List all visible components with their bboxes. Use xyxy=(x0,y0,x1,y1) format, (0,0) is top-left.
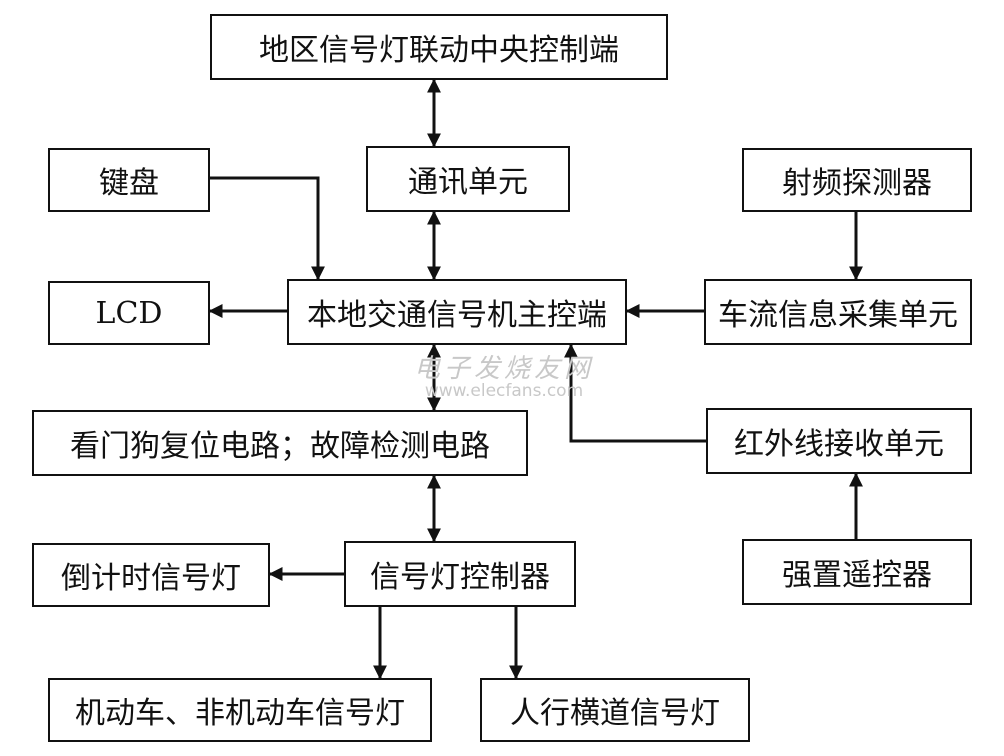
regional-center-label: 地区信号灯联动中央控制端 xyxy=(259,33,619,68)
countdown-light-box: 倒计时信号灯 xyxy=(32,543,270,607)
crosswalk-lights-box: 人行横道信号灯 xyxy=(480,678,750,742)
comm-unit-label: 通讯单元 xyxy=(408,165,528,200)
vehicle-lights-label: 机动车、非机动车信号灯 xyxy=(75,696,405,731)
ir-receiver-label: 红外线接收单元 xyxy=(734,427,944,462)
lcd-box: LCD xyxy=(48,281,210,345)
crosswalk-lights-label: 人行横道信号灯 xyxy=(510,696,720,731)
connector-ir-receiver-to-local-master xyxy=(564,343,706,443)
comm-unit-box: 通讯单元 xyxy=(366,146,570,212)
traffic-flow-unit-label: 车流信息采集单元 xyxy=(718,298,958,333)
local-master-label: 本地交通信号机主控端 xyxy=(307,298,607,333)
rf-detector-box: 射频探测器 xyxy=(742,148,972,212)
watermark-text: 电子发烧友网 xyxy=(413,354,594,384)
connector-keyboard-to-local-master xyxy=(210,176,325,281)
watchdog-label: 看门狗复位电路；故障检测电路 xyxy=(70,429,490,464)
ir-receiver-box: 红外线接收单元 xyxy=(706,408,972,474)
vehicle-lights-box: 机动车、非机动车信号灯 xyxy=(48,678,432,742)
watermark: 电子发烧友网 www.elecfans.com xyxy=(404,348,604,401)
remote-control-box: 强置遥控器 xyxy=(742,539,972,605)
watchdog-box: 看门狗复位电路；故障检测电路 xyxy=(32,410,528,476)
keyboard-box: 键盘 xyxy=(48,148,210,212)
local-master-box: 本地交通信号机主控端 xyxy=(287,279,627,345)
light-controller-box: 信号灯控制器 xyxy=(344,541,576,607)
countdown-light-label: 倒计时信号灯 xyxy=(61,561,241,596)
keyboard-label: 键盘 xyxy=(99,166,159,201)
rf-detector-label: 射频探测器 xyxy=(782,166,932,201)
regional-center-box: 地区信号灯联动中央控制端 xyxy=(210,14,668,80)
remote-control-label: 强置遥控器 xyxy=(782,558,932,593)
lcd-label: LCD xyxy=(95,295,163,331)
watermark-url: www.elecfans.com xyxy=(424,381,584,401)
traffic-flow-unit-box: 车流信息采集单元 xyxy=(704,279,972,345)
light-controller-label: 信号灯控制器 xyxy=(370,560,550,595)
